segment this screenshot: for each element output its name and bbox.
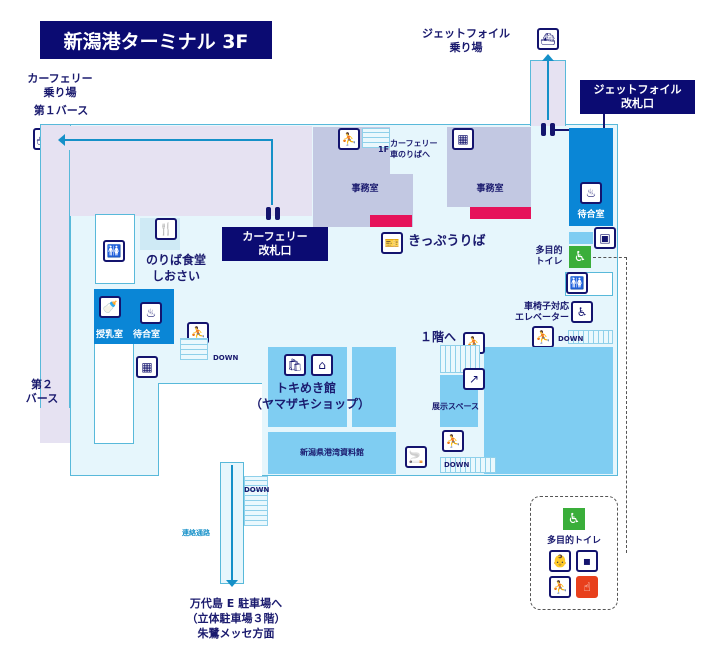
jetfoil-gate-label: ジェットフォイル 改札口 <box>580 80 695 114</box>
legend-multi-toilet-label: 多目的トイレ <box>546 536 601 546</box>
waiting-room-label: 待合室 <box>577 210 605 220</box>
elevator-icon: ▦ <box>136 356 158 378</box>
waiting-room-icon: ♨ <box>580 182 602 204</box>
stairs-icon: ⛹ <box>442 430 464 452</box>
shop-area-2 <box>352 347 396 427</box>
exhibition-label: 展示スペース <box>432 402 480 411</box>
berth-2-bay <box>40 408 70 443</box>
arrow-left-head <box>58 134 65 146</box>
escalator-icon: ↗ <box>463 368 485 390</box>
stairs-down-left <box>180 338 208 360</box>
to-1f-label: １階へ <box>420 330 457 344</box>
locker-icon: ▣ <box>594 227 616 249</box>
nursing-icon: 🍼 <box>99 296 121 318</box>
car-ferry-route-arrow <box>60 139 272 141</box>
ostomate-icon: ▪ <box>576 550 598 572</box>
stairs-down-right <box>568 330 613 344</box>
changing-board-icon: ⛹ <box>549 576 571 598</box>
car-ferry-gate-marker <box>275 207 280 220</box>
office-counter <box>470 207 531 219</box>
arrow-down-head <box>226 580 238 587</box>
waiting-room-label: 待合室 <box>133 330 161 340</box>
stairs-icon: ⛹ <box>338 128 360 150</box>
lower-right-area <box>484 347 613 474</box>
jetfoil-gate-connector-v <box>603 113 605 131</box>
ship-icon: ⛴ <box>537 28 559 50</box>
passage-route-arrow <box>231 465 233 580</box>
office-counter <box>370 215 412 227</box>
restaurant-label: のりば食堂 しおさい <box>145 253 206 283</box>
jetfoil-gate-marker <box>550 123 555 136</box>
car-ferry-gate-marker <box>266 207 271 220</box>
jetfoil-boarding-label: ジェットフォイル 乗り場 <box>422 27 510 54</box>
restroom-icon: 🚻 <box>103 240 125 262</box>
nursing-room-label: 授乳室 <box>96 330 124 340</box>
locker-area <box>569 232 593 244</box>
down-label: DOWN <box>244 486 270 494</box>
wheelchair-elevator-label: 車椅子対応 エレベーター <box>514 302 569 323</box>
legend-connector <box>593 257 627 258</box>
berth-2-label: 第２ バース <box>25 378 59 405</box>
berth-strip-right <box>278 126 312 216</box>
smoking-icon: 🚬 <box>405 446 427 468</box>
bandai-parking-label: 万代島 E 駐車場へ （立体駐車場３階） 朱鷺メッセ方面 <box>186 597 286 640</box>
jetfoil-gate-marker <box>541 123 546 136</box>
waiting-room-icon: ♨ <box>140 302 162 324</box>
shop-area <box>268 347 347 427</box>
shop-label: トキめき館 （ヤマザキショップ） <box>250 381 371 411</box>
connecting-passage-label: 連絡通路 <box>182 529 210 537</box>
office-label: 事務室 <box>476 184 504 194</box>
to-car-ferry-car-label: カーフェリー 車のりばへ <box>390 139 438 159</box>
restaurant-icon: 🍴 <box>155 218 177 240</box>
waiting-room-right <box>569 128 613 226</box>
shop-icon: 🛍 <box>284 354 306 376</box>
floor-title: 新潟港ターミナル 3F <box>40 21 272 59</box>
left-lower-room <box>94 344 134 444</box>
jetfoil-route-arrow <box>547 58 549 120</box>
wheelchair-icon: ♿ <box>563 508 585 530</box>
multi-toilet-legend <box>530 496 618 610</box>
down-label: DOWN <box>213 354 239 362</box>
wheelchair-toilet-sign: ♿ <box>569 246 591 268</box>
office-label: 事務室 <box>351 184 379 194</box>
stairs-icon: ⛹ <box>532 326 554 348</box>
legend-connector-v <box>626 257 627 553</box>
stairs-down-passage <box>244 476 268 526</box>
stairs-to-1f <box>362 128 390 148</box>
left-lower-room-2 <box>158 383 262 476</box>
port-archive-label: 新潟県港湾資料館 <box>300 448 364 457</box>
elevator-icon: ▦ <box>452 128 474 150</box>
car-ferry-gate-label: カーフェリー 改札口 <box>222 227 328 261</box>
emergency-call-icon: ☝ <box>576 576 598 598</box>
stair-1f-label: 1F <box>378 145 390 154</box>
down-label: DOWN <box>444 461 470 469</box>
car-ferry-route-arrow-v <box>271 139 273 205</box>
car-ferry-boarding-label: カーフェリー 乗り場 <box>27 72 93 99</box>
ticket-office-label: きっぷうりば <box>408 234 486 249</box>
restroom-icon: 🚻 <box>566 272 588 294</box>
wheelchair-elevator-icon: ♿ <box>571 301 593 323</box>
baby-chair-icon: 👶 <box>549 550 571 572</box>
stairs-down-center <box>440 457 496 473</box>
down-label: DOWN <box>558 335 584 343</box>
left-corridor <box>40 150 70 443</box>
port-archive-area <box>268 432 396 474</box>
berth-1-label: 第１バース <box>33 104 89 117</box>
multi-toilet-label: 多目的 トイレ <box>535 246 563 267</box>
shop-icon: ⌂ <box>311 354 333 376</box>
arrow-up-head <box>542 54 554 61</box>
ticket-office-icon: 🎫 <box>381 232 403 254</box>
